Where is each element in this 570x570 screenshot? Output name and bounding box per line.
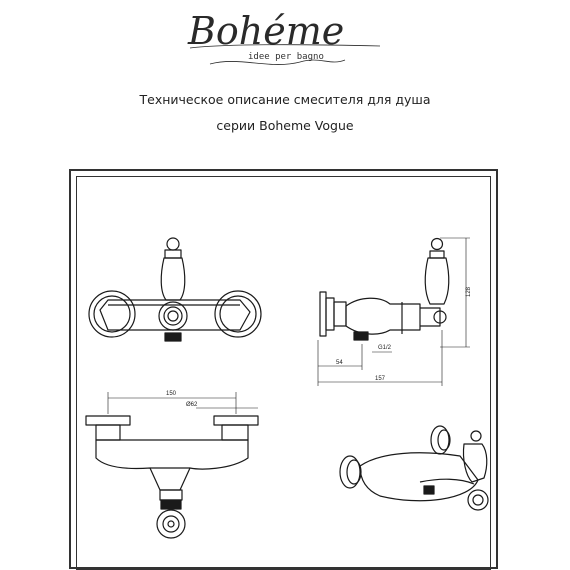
dimension-thread: G1/2 [378,345,392,351]
drawing-frame-outer [69,169,498,569]
dimension-offset: 54 [336,360,343,366]
dimension-height: 128 [466,286,472,297]
front-view [88,237,262,342]
dimension-diameter: Ø62 [186,402,198,408]
document-title: Техническое описание смесителя для душа [139,92,431,107]
dimension-depth: 157 [375,376,386,382]
dimension-lines [107,237,470,414]
dimension-width: 150 [166,391,177,397]
perspective-view [339,425,489,511]
logo-tagline: idee per bagno [248,52,324,62]
bottom-view [85,415,259,539]
document-subtitle: серии Boheme Vogue [216,118,354,133]
side-view [319,237,450,341]
brand-logo: Bohéme idee per bagno [180,4,390,72]
